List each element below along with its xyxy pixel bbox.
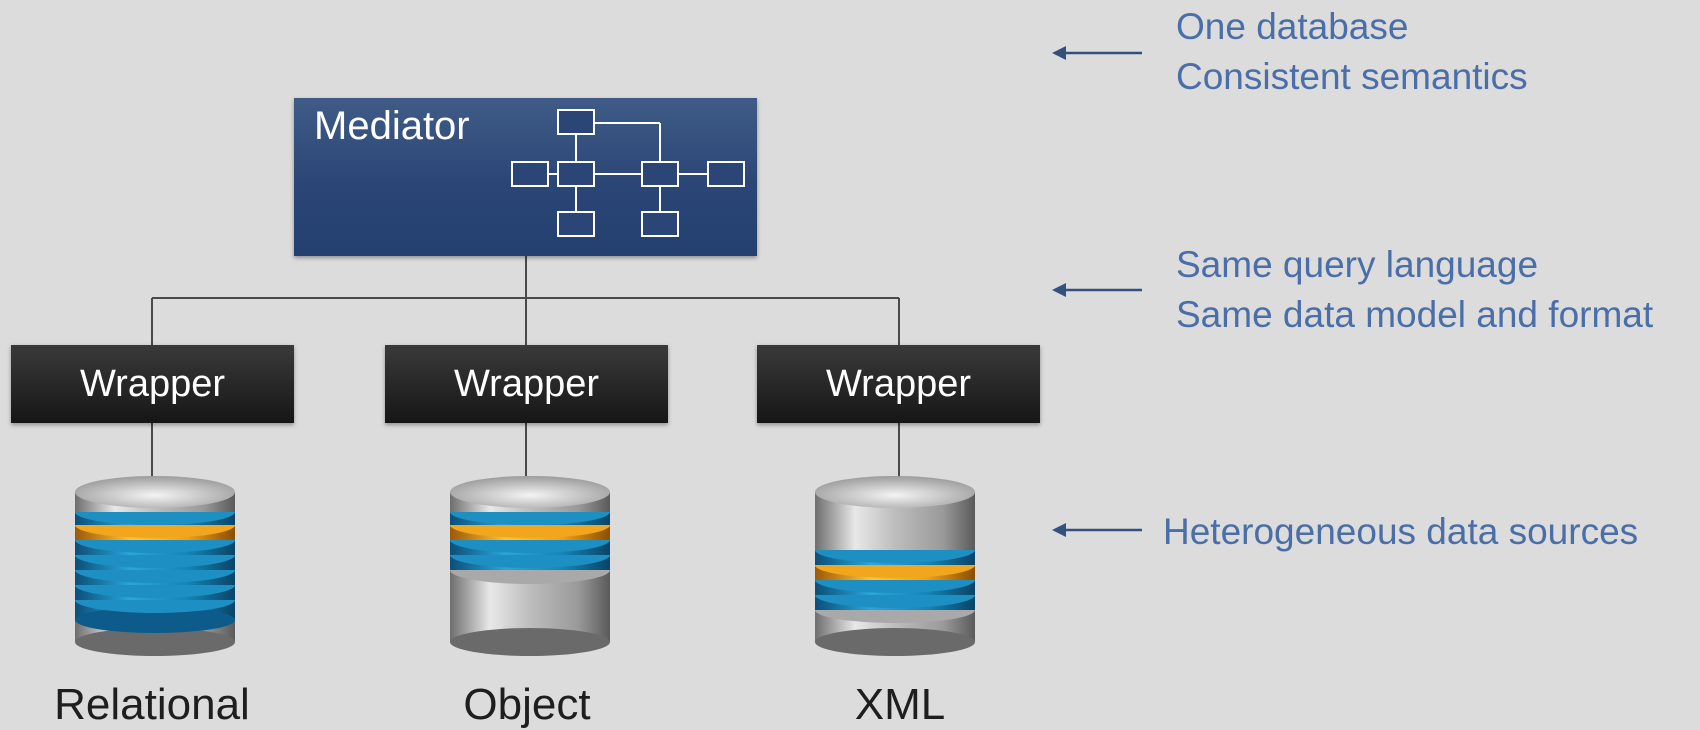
relational-label: Relational [54,680,250,729]
object-label: Object [463,680,591,729]
wrapper-annotation: Same query language Same data model and … [1176,240,1653,340]
annotation-line: Same data model and format [1176,294,1654,335]
object-database-icon [450,476,610,656]
annotation-line: One database [1176,6,1409,47]
mediator-annotation: One database Consistent semantics [1176,2,1528,102]
arrow-left-icon [1052,523,1142,537]
network-schema-icon [511,109,745,237]
mediator-title: Mediator [314,104,470,148]
mediator-box: Mediator [294,98,757,256]
relational-database-icon [75,476,235,656]
wrapper-box-xml: Wrapper [757,345,1040,423]
xml-label: XML [854,680,946,729]
wrapper-box-object: Wrapper [385,345,668,423]
annotation-line: Same query language [1176,244,1539,285]
arrow-left-icon [1052,283,1142,297]
wrapper-box-relational: Wrapper [11,345,294,423]
xml-database-icon [815,476,975,656]
annotation-line: Consistent semantics [1176,56,1528,97]
arrow-left-icon [1052,46,1142,60]
sources-annotation: Heterogeneous data sources [1163,507,1638,557]
annotation-line: Heterogeneous data sources [1163,511,1639,552]
